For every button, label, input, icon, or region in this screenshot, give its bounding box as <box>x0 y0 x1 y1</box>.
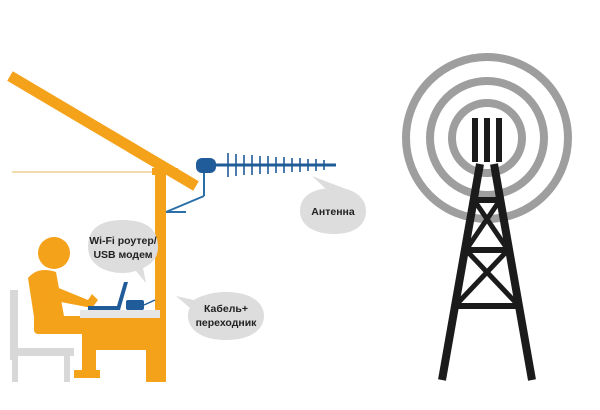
chair-back <box>10 290 18 360</box>
house <box>7 71 199 382</box>
chair-leg-right <box>64 356 70 382</box>
cable-label-bubble: Кабель+ переходник <box>176 292 264 340</box>
person-thigh <box>34 316 96 334</box>
person-foot <box>74 370 100 378</box>
person-arm <box>40 282 98 308</box>
cell-tower-icon <box>438 118 536 381</box>
signal-ring-inner <box>448 99 526 177</box>
antenna-label-bubble: Антенна <box>300 176 366 234</box>
desk-leg <box>146 350 156 382</box>
antenna-bracket <box>165 195 205 213</box>
tower-brace-1b <box>463 198 503 252</box>
cable-label-line2: переходник <box>196 317 258 329</box>
cable-label-line1: Кабель+ <box>204 303 248 315</box>
tower-leg-right <box>490 163 536 381</box>
router-label-line2: USB модем <box>93 249 152 261</box>
desk-body <box>88 318 160 350</box>
person-torso <box>28 270 64 330</box>
router-icon <box>126 300 144 310</box>
router-label-line1: Wi-Fi роутер/ <box>89 235 157 247</box>
roof <box>7 71 199 191</box>
house-wall <box>155 168 166 382</box>
tower-brace-2a <box>464 248 521 308</box>
wall-cap <box>152 168 178 175</box>
router-cable <box>143 299 156 306</box>
laptop-icon <box>88 282 128 310</box>
desk-top <box>80 310 160 318</box>
tower-brace-2b <box>453 248 510 308</box>
person-head <box>38 237 70 269</box>
chair-leg-left <box>12 356 18 382</box>
antenna-elements <box>227 153 325 177</box>
signal-ring-middle <box>426 77 548 199</box>
person-at-laptop-icon <box>10 237 160 382</box>
tower-brace-1a <box>471 198 511 252</box>
chair-seat <box>10 348 74 356</box>
yagi-antenna-icon <box>165 153 336 213</box>
tower-leg-left <box>438 163 484 381</box>
router-label-bubble: Wi-Fi роутер/ USB модем <box>88 220 158 283</box>
antenna-label: Антенна <box>311 206 355 218</box>
signal-rings <box>402 53 572 223</box>
antenna-feed <box>196 158 216 173</box>
